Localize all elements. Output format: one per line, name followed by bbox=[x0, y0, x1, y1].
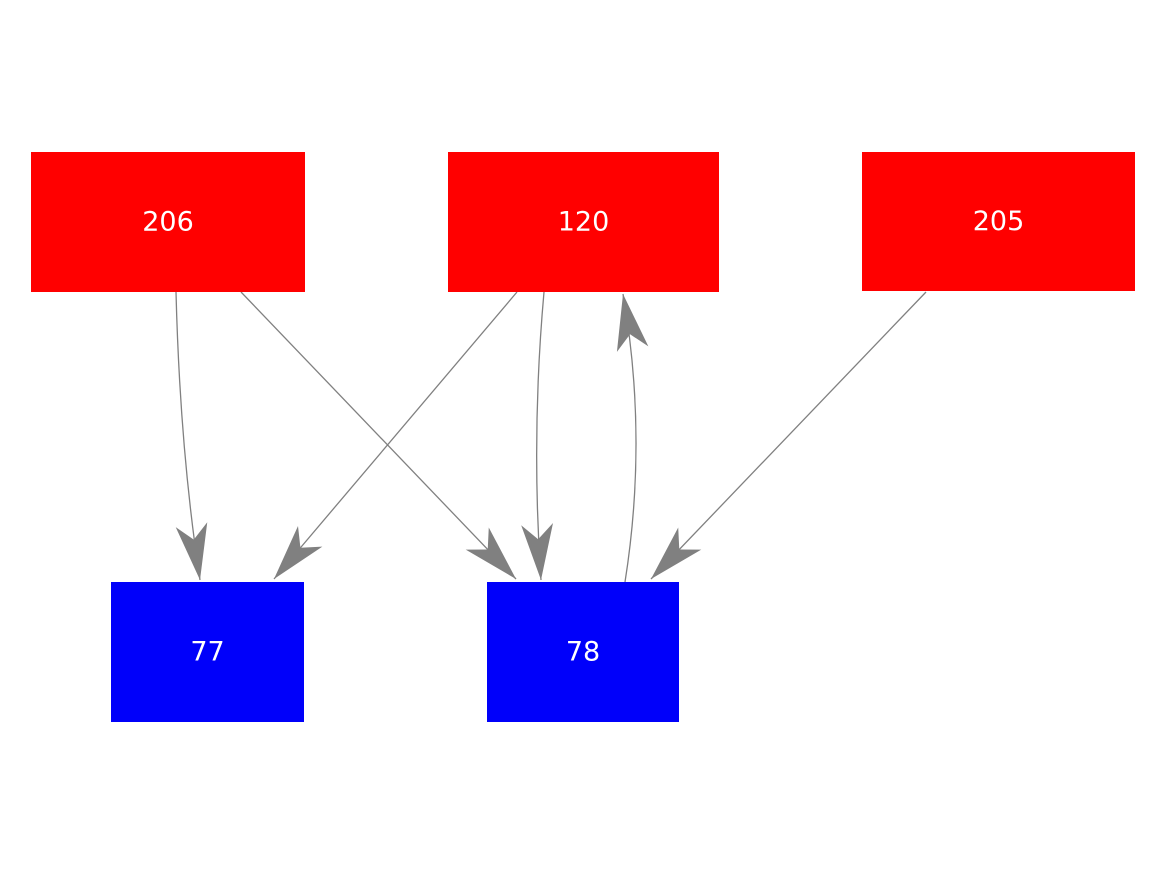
node-120-box bbox=[448, 152, 719, 292]
node-205-label: 205 bbox=[973, 206, 1025, 237]
edge-78-to-120 bbox=[616, 293, 649, 583]
node-77-label: 77 bbox=[190, 637, 224, 668]
node-78: 78 bbox=[487, 582, 679, 722]
node-78-box bbox=[487, 582, 679, 722]
node-77: 77 bbox=[111, 582, 304, 722]
node-78-label: 78 bbox=[566, 637, 600, 668]
edge-205-to-78 bbox=[650, 291, 927, 580]
edge-206-to-78 bbox=[240, 291, 517, 580]
edge-120-to-77 bbox=[273, 291, 518, 580]
node-205: 205 bbox=[862, 152, 1135, 291]
node-206-label: 206 bbox=[142, 207, 194, 238]
edge-120-to-78 bbox=[521, 291, 554, 581]
node-120: 120 bbox=[448, 152, 719, 292]
edge-206-to-77 bbox=[175, 291, 208, 581]
node-206-box bbox=[31, 152, 305, 292]
node-77-box bbox=[111, 582, 304, 722]
node-206: 206 bbox=[31, 152, 305, 292]
node-120-label: 120 bbox=[558, 207, 610, 238]
node-205-box bbox=[862, 152, 1135, 291]
